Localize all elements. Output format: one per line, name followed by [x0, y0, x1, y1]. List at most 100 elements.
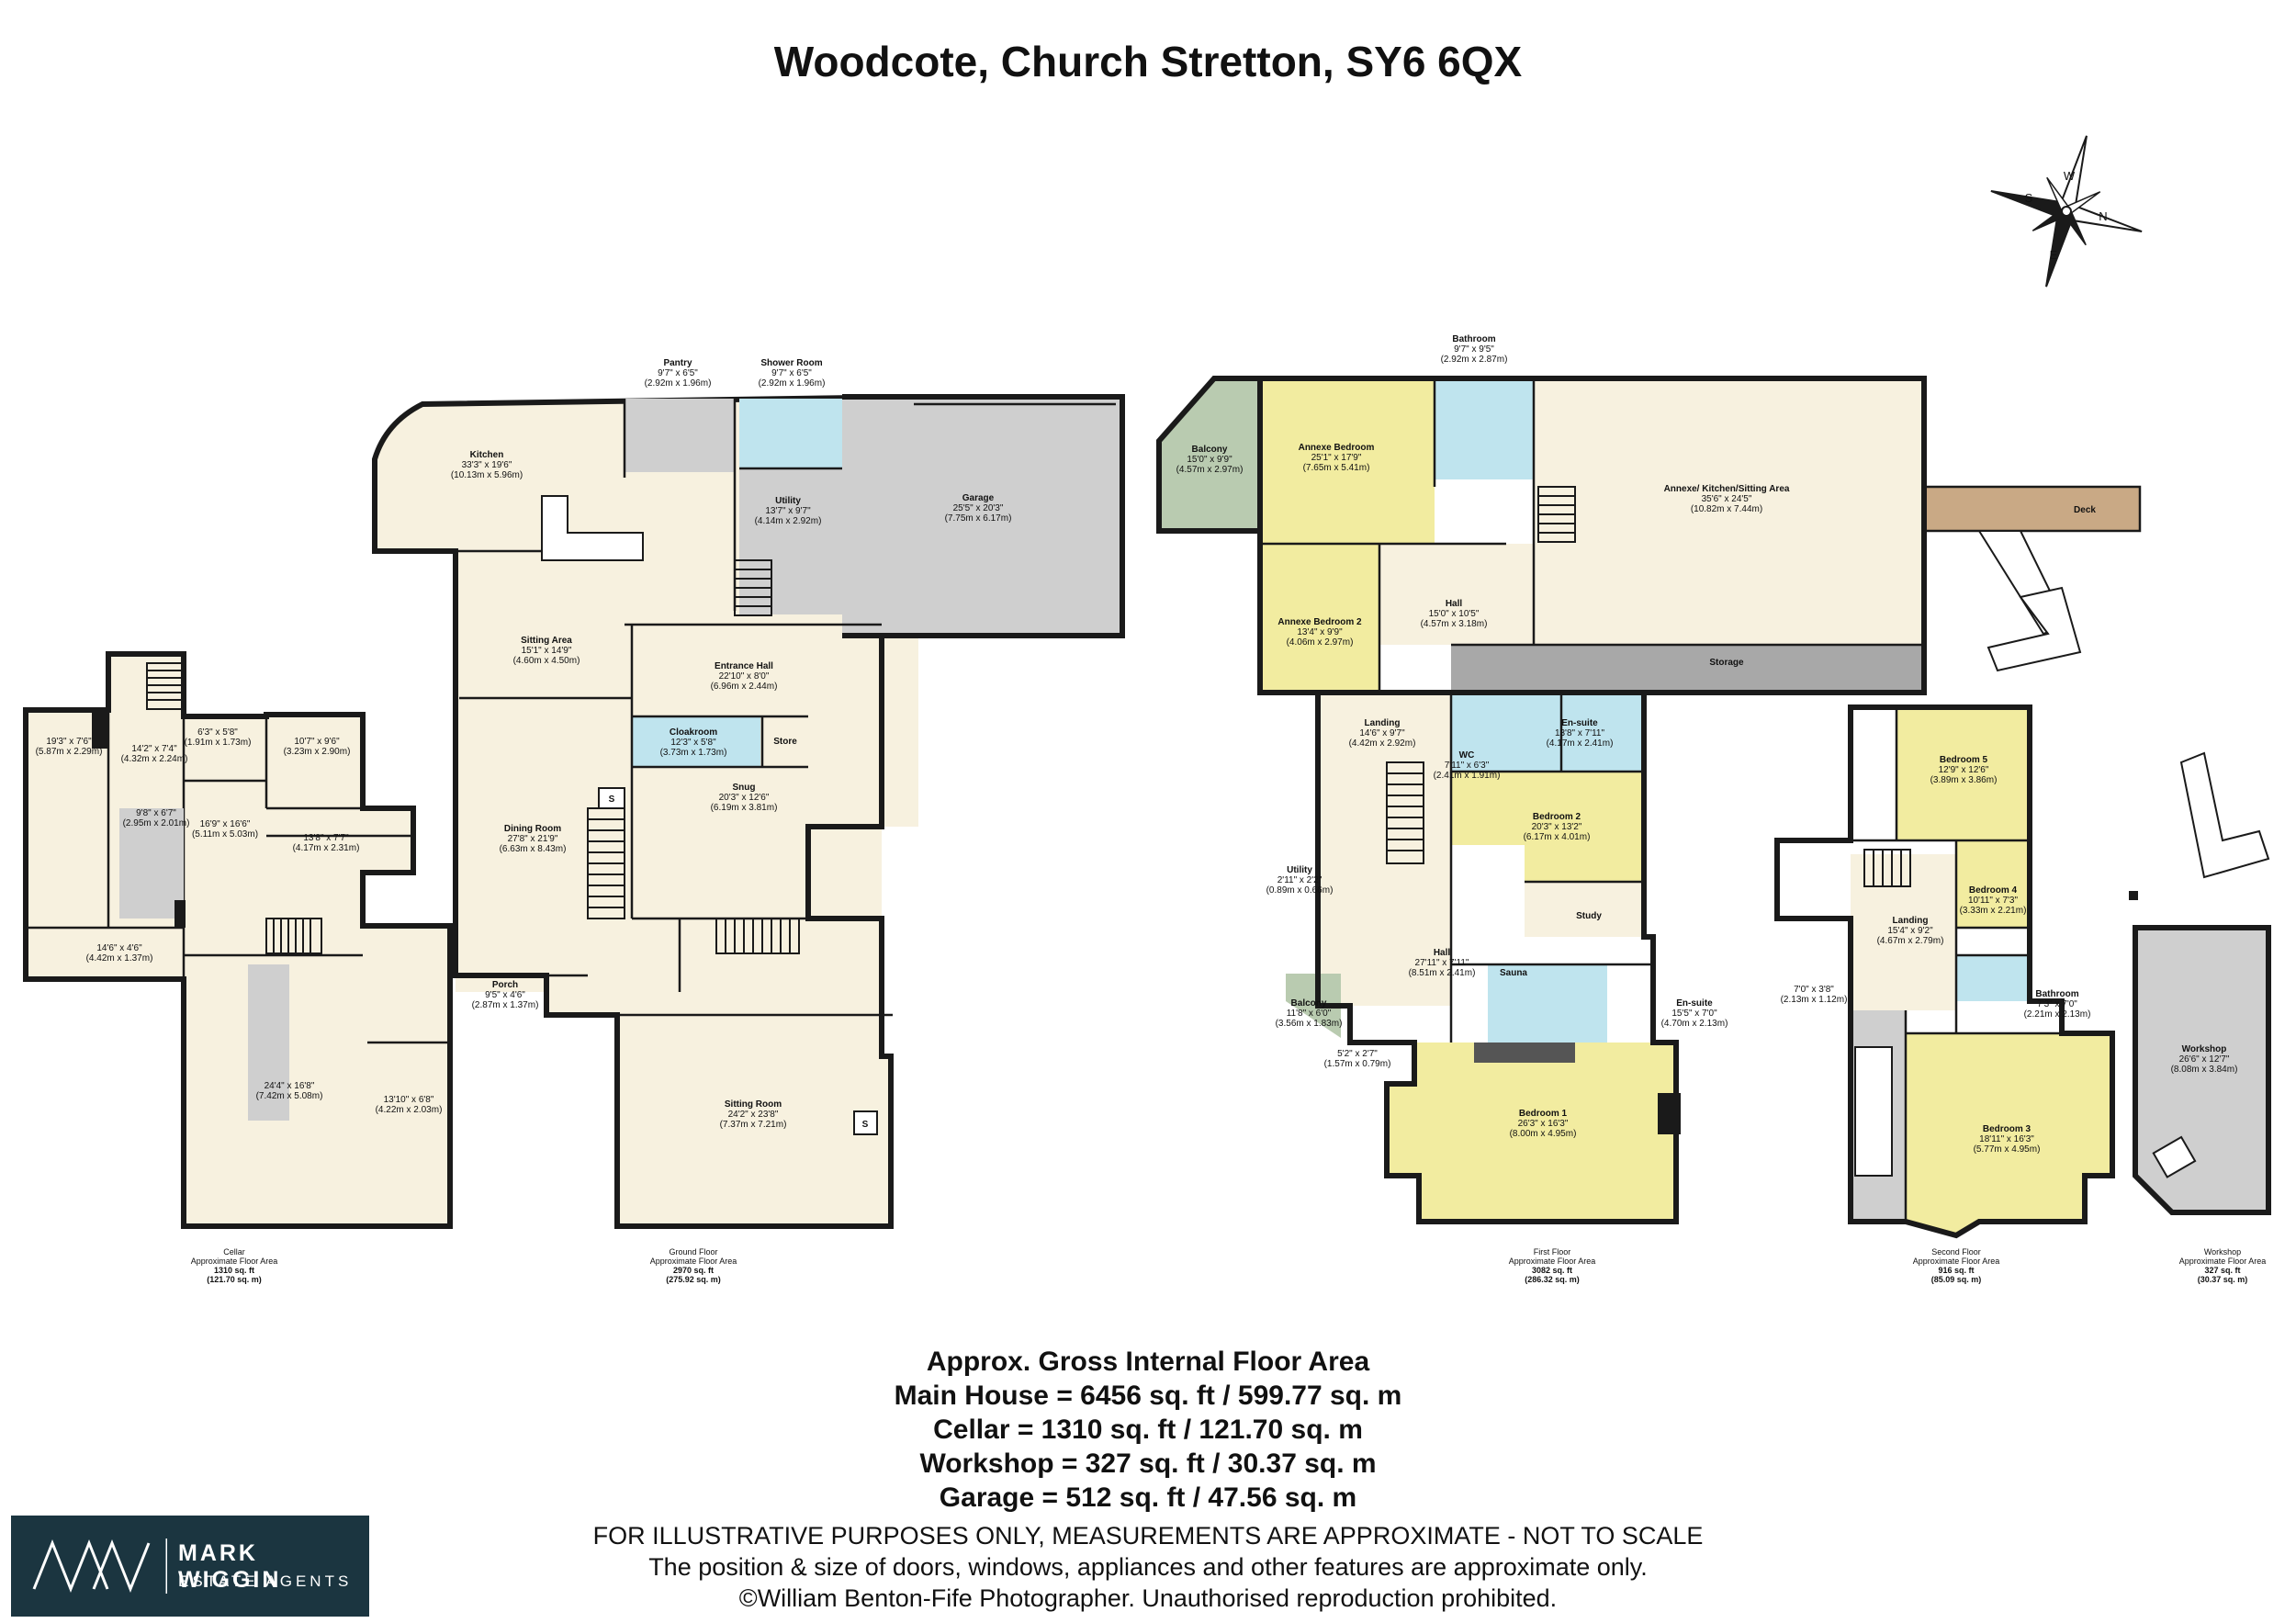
area-workshop: Workshop = 327 sq. ft / 30.37 sq. m	[919, 1448, 1377, 1479]
floor-plan: .w{fill:none;stroke:#1a1a1a;stroke-width…	[23, 135, 2271, 1284]
room-name-bedroom4: Bedroom 4	[1969, 885, 2018, 896]
floor-area-label-workshop: Approximate Floor Area	[2179, 1257, 2267, 1266]
floor-area-label-first: Approximate Floor Area	[1509, 1257, 1596, 1266]
room-dim-metric-shower: (2.92m x 1.96m)	[759, 378, 826, 389]
floor-area-label-ground: Approximate Floor Area	[650, 1257, 737, 1266]
room-dim-metric-c5: (2.95m x 2.01m)	[123, 818, 190, 828]
room-dim-metric-bedroom3: (5.77m x 4.95m)	[1974, 1144, 2041, 1155]
room-dim-metric-c8: (4.42m x 1.37m)	[86, 953, 153, 964]
floor-area-sqft-workshop: 327 sq. ft	[2204, 1266, 2240, 1275]
room-dim-metric-balcony2: (3.56m x 1.83m)	[1276, 1019, 1343, 1029]
compass-icon	[1990, 135, 2143, 287]
room-dim-metric-workshop: (8.08m x 3.84m)	[2171, 1065, 2238, 1075]
room-dim-imperial-annexe_kit: 35'6" x 24'5"	[1702, 494, 1752, 504]
room-dim-metric-pantry: (2.92m x 1.96m)	[645, 378, 712, 389]
room-dim-imperial-c1: 19'3" x 7'6"	[46, 737, 92, 747]
room-dim-metric-landing_sf: (4.67m x 2.79m)	[1877, 936, 1944, 946]
room-dim-metric-ensuite2: (4.70m x 2.13m)	[1661, 1019, 1728, 1029]
floor-area-sqft-ground: 2970 sq. ft	[673, 1266, 714, 1275]
room-name-cloakroom: Cloakroom	[670, 727, 717, 738]
room-dim-metric-entrance_hall: (6.96m x 2.44m)	[711, 682, 778, 692]
room-dim-imperial-c10: 13'10" x 6'8"	[384, 1095, 434, 1105]
room-dim-metric-utility_ff: (0.89m x 0.66m)	[1266, 885, 1334, 896]
room-dim-metric-ff_small: (1.57m x 0.79m)	[1324, 1059, 1391, 1069]
room-dim-imperial-pantry: 9'7" x 6'5"	[658, 368, 698, 378]
room-dim-imperial-c4: 10'7" x 9'6"	[294, 737, 340, 747]
stove-label-ground: S	[609, 795, 615, 805]
floor-name-second: Second Floor	[1931, 1247, 1981, 1257]
room-name-garage: Garage	[962, 493, 995, 503]
room-name-bathroom_sf: Bathroom	[2035, 989, 2078, 999]
room-name-landing_sf: Landing	[1893, 916, 1929, 926]
room-name-store: Store	[773, 737, 797, 747]
room-dim-imperial-annexe_bed: 25'1" x 17'9"	[1311, 453, 1362, 463]
room-dim-imperial-balcony1: 15'0" x 9'9"	[1187, 455, 1232, 465]
room-name-annexe_bed2: Annexe Bedroom 2	[1277, 617, 1362, 627]
room-dim-metric-annexe_bed2: (4.06m x 2.97m)	[1287, 637, 1354, 648]
room-dim-imperial-ensuite2: 15'5" x 7'0"	[1671, 1009, 1717, 1019]
room-dim-imperial-sitting_area: 15'1" x 14'9"	[522, 646, 572, 656]
room-dim-metric-sf_small: (2.13m x 1.12m)	[1781, 995, 1848, 1005]
area-heading: Approx. Gross Internal Floor Area	[926, 1347, 1370, 1377]
room-name-sitting_room: Sitting Room	[725, 1099, 782, 1110]
room-name-kitchen: Kitchen	[470, 450, 504, 460]
room-dim-metric-dining: (6.63m x 8.43m)	[500, 844, 567, 854]
room-dim-metric-sitting_room: (7.37m x 7.21m)	[720, 1120, 787, 1130]
room-dim-imperial-bedroom2: 20'3" x 13'2"	[1532, 822, 1582, 832]
room-dim-imperial-sf_small: 7'0" x 3'8"	[1794, 985, 1834, 995]
room-dim-metric-c3: (1.91m x 1.73m)	[185, 738, 252, 748]
room-dim-imperial-bedroom4: 10'11" x 7'3"	[1968, 896, 2019, 906]
disclaimer-line-1: FOR ILLUSTRATIVE PURPOSES ONLY, MEASUREM…	[592, 1522, 1704, 1550]
room-dim-imperial-wc: 7'11" x 6'3"	[1445, 761, 1490, 771]
room-name-dining: Dining Room	[504, 824, 561, 834]
room-dim-metric-annexe_bed: (7.65m x 5.41m)	[1303, 463, 1370, 473]
room-name-balcony1: Balcony	[1192, 445, 1228, 455]
room-dim-metric-hall_ff1: (4.57m x 3.18m)	[1421, 619, 1488, 629]
room-dim-imperial-c8: 14'6" x 4'6"	[96, 943, 142, 953]
room-dim-metric-landing_ff: (4.42m x 2.92m)	[1349, 738, 1416, 749]
room-dim-metric-bathroom_ff: (2.92m x 2.87m)	[1441, 355, 1508, 365]
room-dim-metric-bedroom4: (3.33m x 2.21m)	[1960, 906, 2027, 916]
floor-name-first: First Floor	[1534, 1247, 1571, 1257]
room-dim-metric-wc: (2.41m x 1.91m)	[1434, 771, 1501, 781]
room-name-entrance_hall: Entrance Hall	[715, 661, 773, 671]
room-name-balcony2: Balcony	[1291, 998, 1327, 1009]
ground-floor-plan: S S	[372, 393, 1125, 1229]
room-name-landing_ff: Landing	[1365, 718, 1401, 728]
room-dim-imperial-annexe_bed2: 13'4" x 9'9"	[1297, 627, 1343, 637]
page-title: Woodcote, Church Stretton, SY6 6QX	[773, 38, 1523, 85]
room-dim-metric-garage: (7.75m x 6.17m)	[945, 513, 1012, 524]
room-name-deck: Deck	[2074, 505, 2096, 515]
room-dim-metric-c2: (4.32m x 2.24m)	[121, 754, 188, 764]
room-name-bedroom5: Bedroom 5	[1940, 755, 1988, 765]
room-name-ensuite1: En-suite	[1561, 718, 1598, 728]
room-name-wc: WC	[1459, 750, 1475, 761]
room-name-ensuite2: En-suite	[1676, 998, 1713, 1009]
room-dim-metric-balcony1: (4.57m x 2.97m)	[1176, 465, 1244, 475]
room-dim-imperial-porch: 9'5" x 4'6"	[485, 990, 525, 1000]
room-name-study: Study	[1576, 911, 1602, 921]
room-dim-imperial-bathroom_ff: 9'7" x 9'5"	[1454, 344, 1494, 355]
room-dim-imperial-workshop: 26'6" x 12'7"	[2179, 1054, 2230, 1065]
room-dim-imperial-ensuite1: 13'8" x 7'11"	[1555, 728, 1605, 738]
room-dim-imperial-bedroom3: 18'11" x 16'3"	[1979, 1134, 2034, 1144]
room-name-storage: Storage	[1709, 658, 1744, 668]
floor-name-ground: Ground Floor	[669, 1247, 717, 1257]
room-dim-metric-utility_gf: (4.14m x 2.92m)	[755, 516, 822, 526]
room-dim-metric-c1: (5.87m x 2.29m)	[36, 747, 103, 757]
room-dim-metric-kitchen: (10.13m x 5.96m)	[451, 470, 523, 480]
disclaimer-line-3: ©William Benton-Fife Photographer. Unaut…	[738, 1584, 1558, 1612]
room-dim-imperial-hall_ff1: 15'0" x 10'5"	[1429, 609, 1480, 619]
room-dim-metric-ensuite1: (4.17m x 2.41m)	[1547, 738, 1614, 749]
floor-area-sqft-cellar: 1310 sq. ft	[214, 1266, 254, 1275]
first-floor-plan	[1156, 376, 2142, 1224]
room-name-bathroom_ff: Bathroom	[1452, 334, 1495, 344]
floor-area-sqm-workshop: (30.37 sq. m)	[2198, 1275, 2248, 1284]
room-name-bedroom1: Bedroom 1	[1519, 1109, 1568, 1119]
room-dim-metric-bathroom_sf: (2.21m x 2.13m)	[2024, 1009, 2091, 1020]
floor-area-sqft-first: 3082 sq. ft	[1532, 1266, 1572, 1275]
room-dim-metric-c10: (4.22m x 2.03m)	[376, 1105, 443, 1115]
second-floor-plan	[1774, 704, 2270, 1239]
room-dim-imperial-shower: 9'7" x 6'5"	[771, 368, 812, 378]
